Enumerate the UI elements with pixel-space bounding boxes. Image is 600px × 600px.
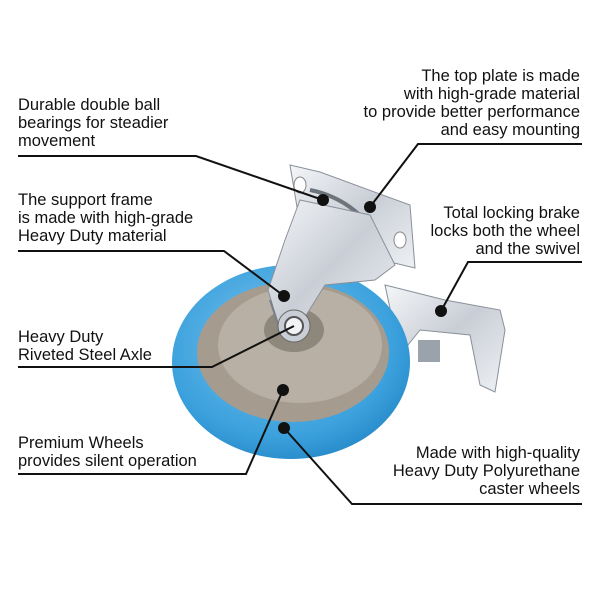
callout-line: The support frame	[18, 191, 153, 209]
callout-line: Durable double ball	[18, 96, 161, 114]
callout-top-plate: The top plate is made with high-grade ma…	[364, 67, 580, 139]
callout-line: Heavy Duty	[18, 328, 104, 346]
callout-line: The top plate is made	[421, 67, 580, 85]
callout-line: Made with high-quality	[415, 444, 580, 462]
callout-brake: Total locking brake locks both the wheel…	[430, 204, 580, 258]
callout-line: Riveted Steel Axle	[18, 346, 152, 364]
callout-wheels: Premium Wheels provides silent operation	[18, 434, 197, 470]
callout-line: bearings for steadier	[18, 114, 169, 132]
brake-pedal	[384, 284, 506, 393]
callout-axle: Heavy Duty Riveted Steel Axle	[18, 328, 152, 364]
callout-line: and easy mounting	[440, 121, 580, 139]
callout-dots	[277, 194, 447, 434]
callout-line: with high-grade material	[403, 85, 580, 103]
callout-line: Heavy Duty material	[18, 227, 167, 245]
support-frame	[267, 199, 396, 331]
callout-line: and the swivel	[475, 240, 580, 258]
callout-line: to provide better performance	[363, 103, 580, 121]
callout-line: is made with high-grade	[18, 209, 194, 227]
callout-line: movement	[18, 132, 96, 150]
leader-lines	[18, 143, 582, 505]
callout-line: Heavy Duty Polyurethane	[392, 462, 580, 480]
callout-line: locks both the wheel	[430, 222, 580, 240]
callout-line: caster wheels	[479, 480, 580, 498]
callout-line: Premium Wheels	[18, 434, 144, 452]
callout-line: Total locking brake	[443, 204, 580, 222]
callout-polyurethane: Made with high-quality Heavy Duty Polyur…	[393, 444, 580, 498]
callout-line: provides silent operation	[18, 452, 197, 470]
callout-support-frame: The support frame is made with high-grad…	[18, 191, 193, 245]
callout-bearings: Durable double ball bearings for steadie…	[18, 96, 168, 150]
